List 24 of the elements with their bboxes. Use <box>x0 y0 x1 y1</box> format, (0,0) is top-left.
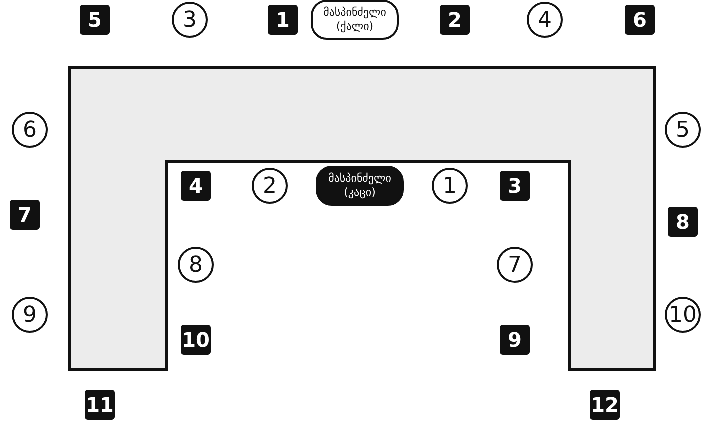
seat-number: 4 <box>527 2 563 38</box>
seat-number: 2 <box>440 5 470 35</box>
seat-number: 3 <box>500 171 530 201</box>
seat-number: 10 <box>665 297 701 333</box>
seat-number: 9 <box>12 297 48 333</box>
seat-number: 6 <box>625 5 655 35</box>
seat-number: 3 <box>172 2 208 38</box>
host-label: მასპინძელი (ქალი) <box>311 0 399 40</box>
seat-number: 4 <box>181 171 211 201</box>
seat-number: 8 <box>178 247 214 283</box>
seat-number: 11 <box>85 390 115 420</box>
seat-number: 6 <box>12 112 48 148</box>
seat-number: 8 <box>668 207 698 237</box>
seat-number: 12 <box>590 390 620 420</box>
host-label: მასპინძელი (კაცი) <box>316 166 404 206</box>
seat-number: 7 <box>497 247 533 283</box>
seat-number: 5 <box>665 112 701 148</box>
seat-number: 1 <box>432 168 468 204</box>
seat-number: 9 <box>500 325 530 355</box>
seat-number: 2 <box>252 168 288 204</box>
seat-number: 1 <box>268 5 298 35</box>
seat-number: 5 <box>80 5 110 35</box>
seat-number: 10 <box>181 325 211 355</box>
seat-number: 7 <box>10 200 40 230</box>
